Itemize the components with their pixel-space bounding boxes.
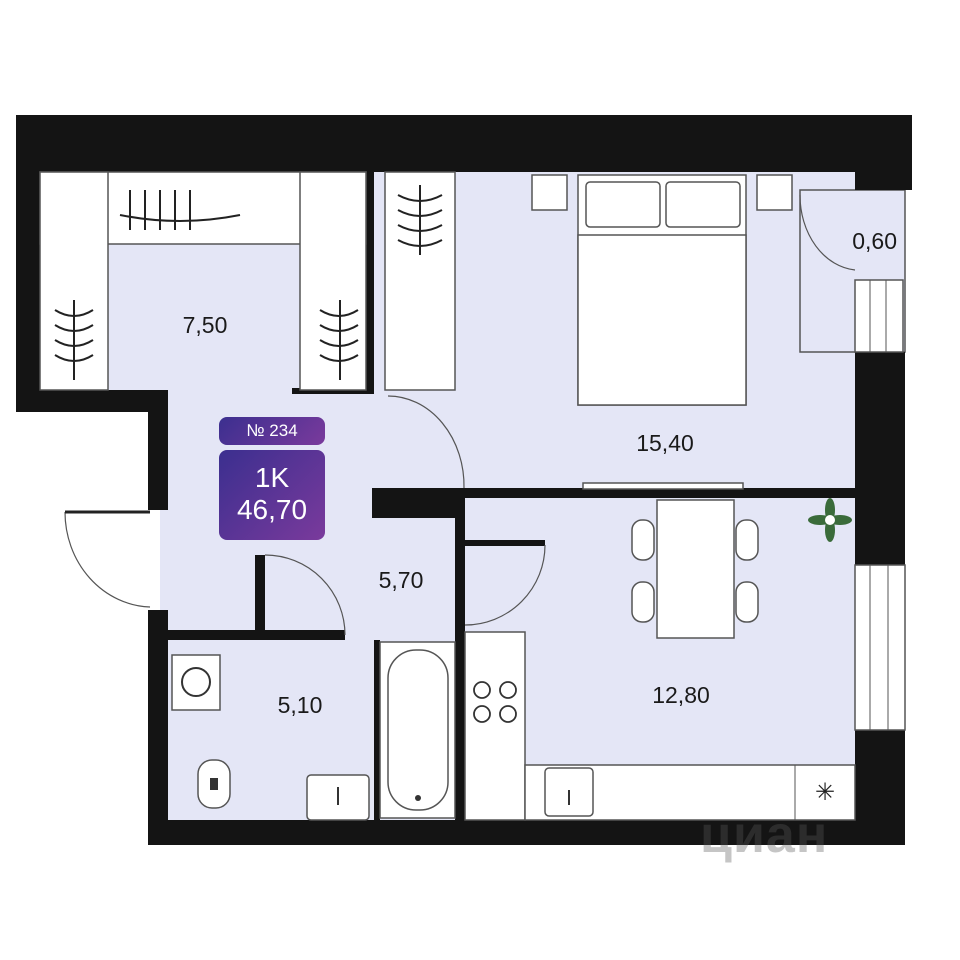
nightstand-left [531,174,568,211]
stove [473,681,517,723]
apartment-number-badge: № 234 [219,417,325,445]
bed [577,174,747,406]
balcony-window [854,279,904,353]
fridge-icon: ✳ [815,779,835,806]
window [854,564,906,731]
toilet [197,759,231,809]
wardrobe-area-label: 7,50 [183,312,228,338]
tv-stand [582,482,744,490]
kitchen-sink [544,767,594,817]
wardrobe-furniture [39,171,456,391]
kitchen-area-label: 12,80 [652,682,710,708]
apartment-type: 1K [254,462,290,493]
bathroom-area-label: 5,10 [278,692,323,718]
interior-walls [168,172,855,820]
apartment-total-area: 46,70 [236,494,308,525]
bedroom-area-label: 15,40 [636,430,694,456]
hallway-area-label: 5,70 [379,567,424,593]
bathroom-sink [306,774,370,821]
balcony-area-label: 0,60 [852,228,897,254]
doors [64,194,856,636]
dining-table [631,499,759,639]
apartment-summary-badge: 1K 46,70 [219,450,325,540]
bathtub [379,641,456,819]
outer-walls [16,115,912,845]
washing-machine [171,654,221,711]
plant-icon [808,498,852,542]
nightstand-right [756,174,793,211]
watermark: циан [700,806,829,864]
